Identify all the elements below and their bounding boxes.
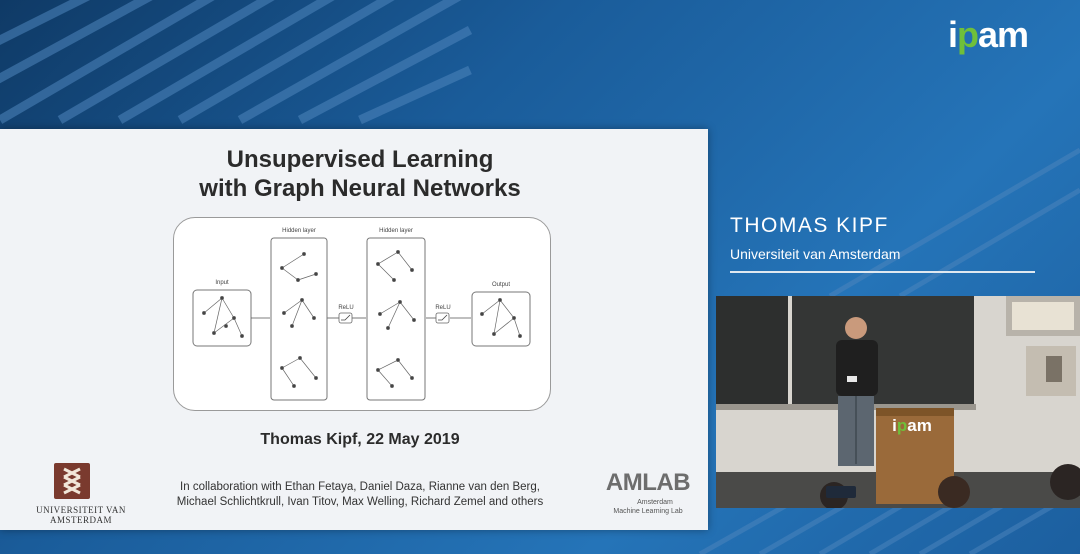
amlab-logo: AMLAB Amsterdam Machine Learning Lab xyxy=(596,469,700,521)
amlab-sub1: Amsterdam xyxy=(637,499,673,506)
slide-author-date: Thomas Kipf, 22 May 2019 xyxy=(260,431,460,448)
podium-logo-dot: p xyxy=(896,416,908,435)
uva-emblem-icon xyxy=(54,463,90,499)
relu1-label: ReLU xyxy=(338,305,353,311)
logo-part2: am xyxy=(978,14,1029,55)
gnn-diagram-graphic: Input Hidden layer xyxy=(192,228,531,401)
hidden1-label: Hidden layer xyxy=(282,228,316,234)
uva-text: UNIVERSITEIT VAN AMSTERDAM xyxy=(36,505,126,525)
collab-line2: Michael Schlichtkrull, Ivan Titov, Max W… xyxy=(176,496,544,508)
speaker-video-feed: ipam xyxy=(716,296,1080,508)
speaker-affiliation: Universiteit van Amsterdam xyxy=(730,246,901,262)
relu2-label: ReLU xyxy=(435,305,450,311)
iam-logo: ipam xyxy=(948,14,1048,60)
slide-title: Unsupervised Learning with Graph Neural … xyxy=(150,145,570,203)
speaker-divider xyxy=(730,271,1035,273)
collaborators-text: In collaboration with Ethan Fetaya, Dani… xyxy=(160,480,560,510)
presentation-slide: Unsupervised Learning with Graph Neural … xyxy=(0,129,708,530)
podium-logo-part2: am xyxy=(907,416,932,435)
amlab-sub2: Machine Learning Lab xyxy=(613,508,683,515)
slide-title-line2: with Graph Neural Networks xyxy=(199,175,521,202)
logo-part1: i xyxy=(948,14,958,55)
podium-logo-part1: i xyxy=(892,416,897,435)
uva-logo: UNIVERSITEIT VAN AMSTERDAM xyxy=(16,463,146,525)
logo-dot: p xyxy=(957,14,979,55)
video-scene xyxy=(716,296,1080,508)
amlab-word: AMLAB xyxy=(605,469,691,496)
speaker-name: THOMAS KIPF xyxy=(730,214,889,237)
podium-iam-logo: ipam xyxy=(882,416,942,436)
hidden2-label: Hidden layer xyxy=(379,228,413,234)
collab-line1: In collaboration with Ethan Fetaya, Dani… xyxy=(180,481,540,493)
output-label: Output xyxy=(492,282,510,288)
slide-title-line1: Unsupervised Learning xyxy=(226,146,494,173)
input-label: Input xyxy=(215,280,229,286)
gnn-diagram: Input Hidden layer xyxy=(173,217,551,411)
